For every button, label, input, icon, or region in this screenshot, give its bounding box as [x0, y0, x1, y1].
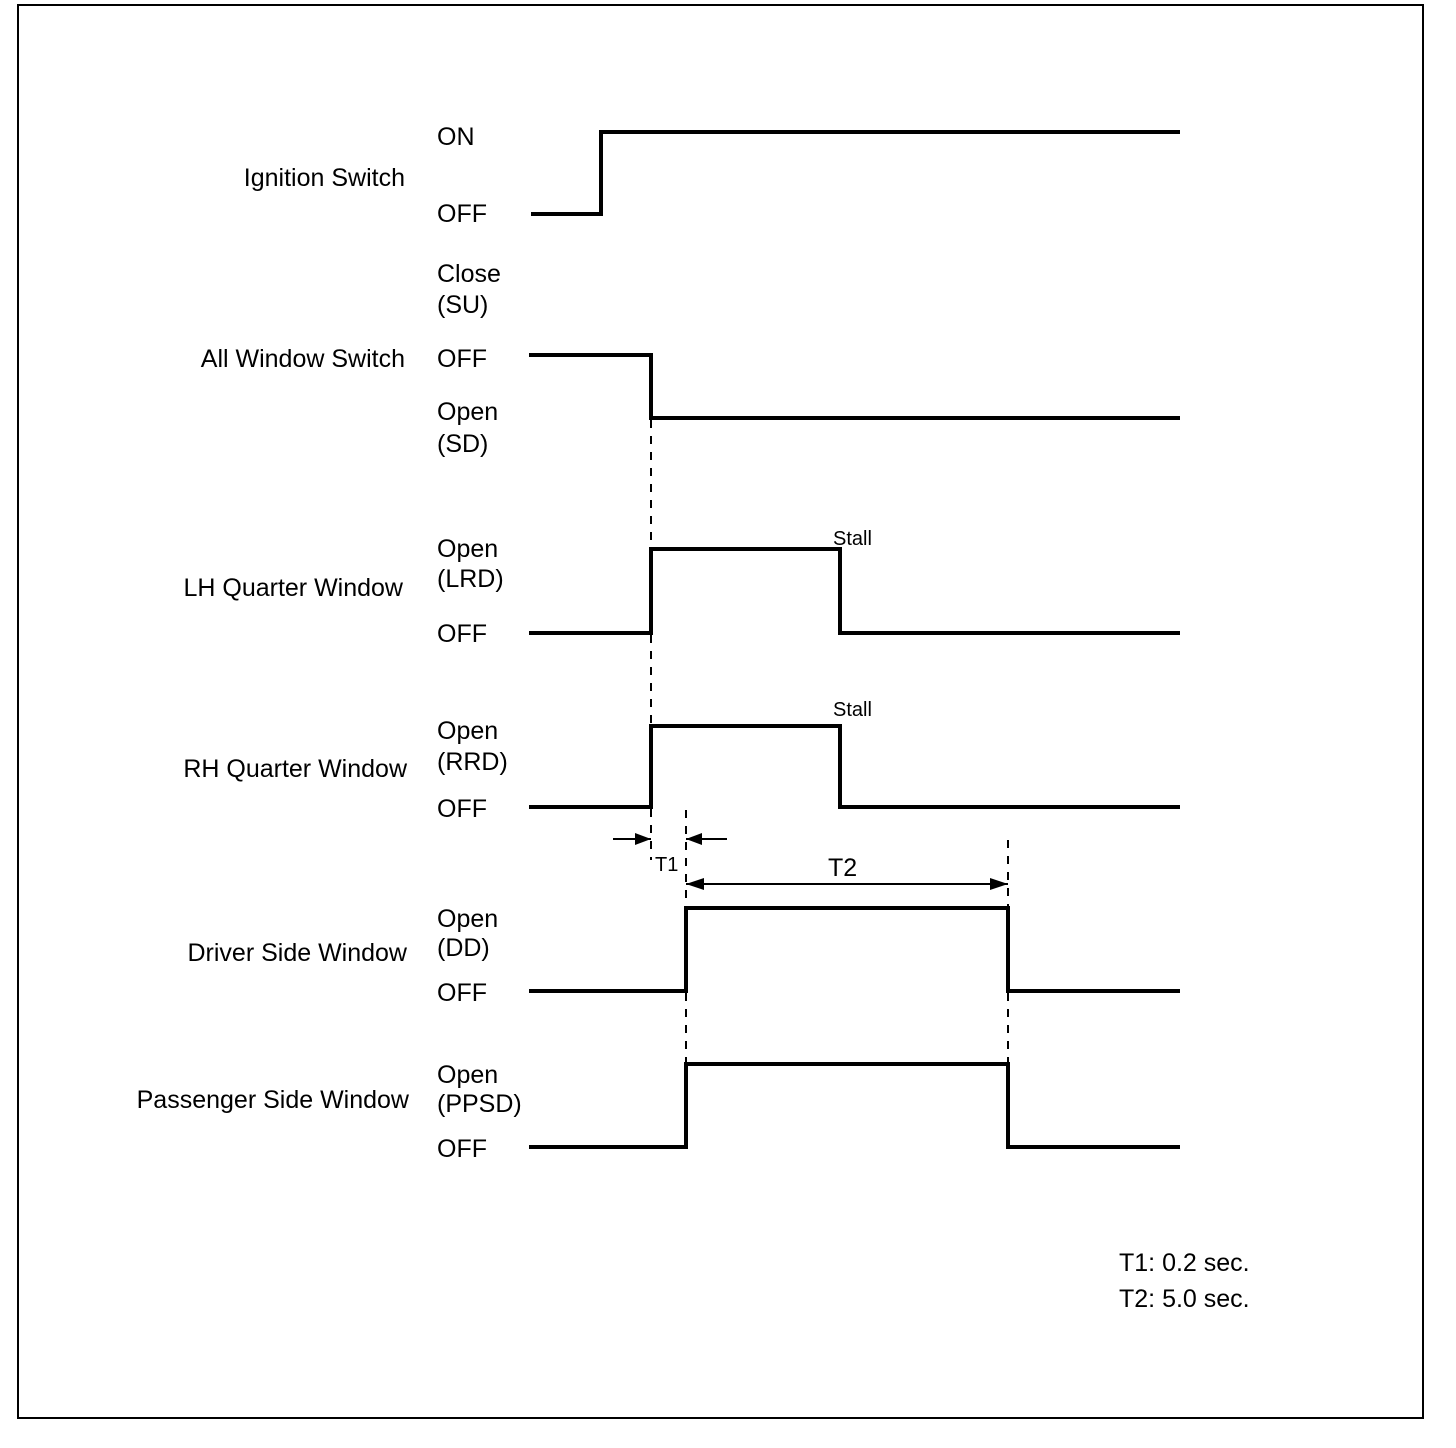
stall-note-rh: Stall	[833, 699, 872, 721]
state-ignition-on: ON	[437, 123, 475, 151]
t1-label: T1	[655, 854, 678, 876]
t2-label: T2	[828, 854, 857, 882]
t1-right-arrowhead	[686, 833, 702, 845]
state-passenger-open: Open	[437, 1061, 498, 1089]
signal-name-rh-quarter-window: RH Quarter Window	[183, 755, 408, 783]
state-lh-open: Open	[437, 535, 498, 563]
t2-right-arrowhead	[990, 878, 1008, 890]
signal-name-passenger-side-window: Passenger Side Window	[137, 1086, 410, 1114]
state-lh-lrd: (LRD)	[437, 565, 504, 593]
state-rh-rrd: (RRD)	[437, 748, 508, 776]
state-ignition-off: OFF	[437, 200, 487, 228]
state-rh-off: OFF	[437, 795, 487, 823]
waveform-lh-quarter-window	[529, 547, 1180, 635]
waveform-passenger-side-window	[529, 1062, 1180, 1149]
signal-name-driver-side-window: Driver Side Window	[187, 939, 407, 967]
t2-left-arrowhead	[686, 878, 704, 890]
state-all-window-open: Open	[437, 398, 498, 426]
state-driver-dd: (DD)	[437, 934, 490, 962]
legend-t2: T2: 5.0 sec.	[1119, 1285, 1250, 1313]
state-rh-open: Open	[437, 717, 498, 745]
diagram-frame	[17, 4, 1424, 1419]
state-all-window-off: OFF	[437, 345, 487, 373]
waveform-all-window-switch	[529, 353, 1180, 420]
t1-left-arrowhead	[635, 833, 651, 845]
state-all-window-close: Close	[437, 260, 501, 288]
state-all-window-su: (SU)	[437, 291, 488, 319]
stall-note-lh: Stall	[833, 528, 872, 550]
waveform-ignition-switch	[531, 130, 1180, 216]
state-passenger-off: OFF	[437, 1135, 487, 1163]
state-all-window-sd: (SD)	[437, 430, 488, 458]
signal-name-lh-quarter-window: LH Quarter Window	[183, 574, 403, 602]
state-driver-off: OFF	[437, 979, 487, 1007]
waveform-driver-side-window	[529, 906, 1180, 993]
state-driver-open: Open	[437, 905, 498, 933]
waveform-rh-quarter-window	[529, 724, 1180, 809]
signal-name-all-window-switch: All Window Switch	[201, 345, 405, 373]
state-passenger-ppsd: (PPSD)	[437, 1090, 522, 1118]
legend-t1: T1: 0.2 sec.	[1119, 1249, 1250, 1277]
state-lh-off: OFF	[437, 620, 487, 648]
signal-name-ignition-switch: Ignition Switch	[244, 164, 405, 192]
